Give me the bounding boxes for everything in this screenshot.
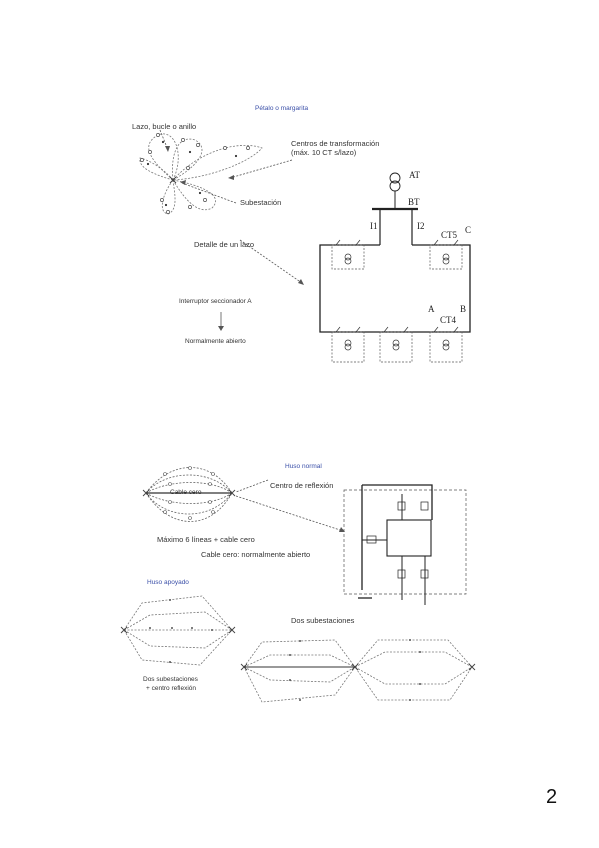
ct-label-line2: (máx. 10 CT s/lazo) (291, 148, 357, 157)
two-substations-lines (243, 639, 473, 703)
loop-detail-schematic (319, 172, 471, 363)
bt-label: BT (408, 197, 420, 207)
petal-open-points (146, 140, 238, 207)
ct4-label: CT4 (440, 315, 457, 325)
petal-loop-upper (172, 138, 203, 181)
petal-loop-left (139, 157, 175, 181)
supported-spindle-lines (123, 595, 233, 666)
petal-substation-icon (169, 176, 177, 184)
page-number: 2 (546, 786, 558, 808)
supported-spindle-title: Huso apoyado (147, 579, 189, 586)
max-lines-label: Máximo 6 líneas + cable cero (157, 535, 255, 544)
c-label: C (465, 225, 472, 235)
two-substations-label: Dos subestaciones (291, 616, 355, 625)
b-label: B (460, 304, 467, 314)
ct-box-bottom-middle (379, 331, 413, 363)
substation-label: Subestación (240, 198, 282, 207)
petal-arrow-heads (165, 146, 304, 331)
ct-label-line1: Centros de transformación (291, 139, 380, 148)
loop-detail-label: Detalle de un lazo (194, 240, 255, 249)
ct-box-bottom-left (331, 331, 365, 363)
reflection-center-schematic (343, 484, 467, 605)
ct-box-top-left (331, 244, 365, 270)
normally-open-label: Normalmente abierto (185, 338, 246, 345)
spindle-arrows (235, 479, 344, 532)
petal-loop-lower (161, 178, 176, 215)
petal-loop-lower-right (172, 179, 216, 211)
reflection-dashed-box (343, 489, 467, 595)
reflection-center-block (386, 519, 432, 557)
two-substations-nodes (289, 639, 421, 701)
zero-cable-label: Cable cero (170, 489, 202, 496)
supported-spindle-nodes (149, 599, 213, 663)
two-substations-reflection-line2: + centro reflexión (146, 685, 197, 692)
normal-spindle-lines (145, 467, 233, 522)
ct5-label: CT5 (441, 230, 458, 240)
ct-box-ct5 (429, 244, 463, 270)
normal-spindle-title: Huso normal (285, 463, 322, 470)
normal-spindle-nodes (163, 466, 215, 520)
reflection-center-label: Centro de reflexión (270, 481, 334, 490)
i1-label: I1 (370, 221, 378, 231)
petal-ct-nodes (140, 133, 250, 214)
petal-title: Pétalo o margarita (255, 105, 309, 112)
petal-loop-right (172, 145, 263, 181)
transformer-circle-top (389, 172, 401, 184)
switch-label: Interruptor seccionador A (179, 298, 252, 305)
i2-label: I2 (417, 221, 425, 231)
zero-cable-open-label: Cable cero: normalmente abierto (201, 550, 311, 559)
at-label: AT (409, 170, 420, 180)
loop-label: Lazo, bucle o anillo (132, 122, 197, 131)
a-label: A (428, 304, 435, 314)
two-substations-reflection-line1: Dos subestaciones (143, 676, 198, 683)
ct-box-ct4 (429, 331, 463, 363)
